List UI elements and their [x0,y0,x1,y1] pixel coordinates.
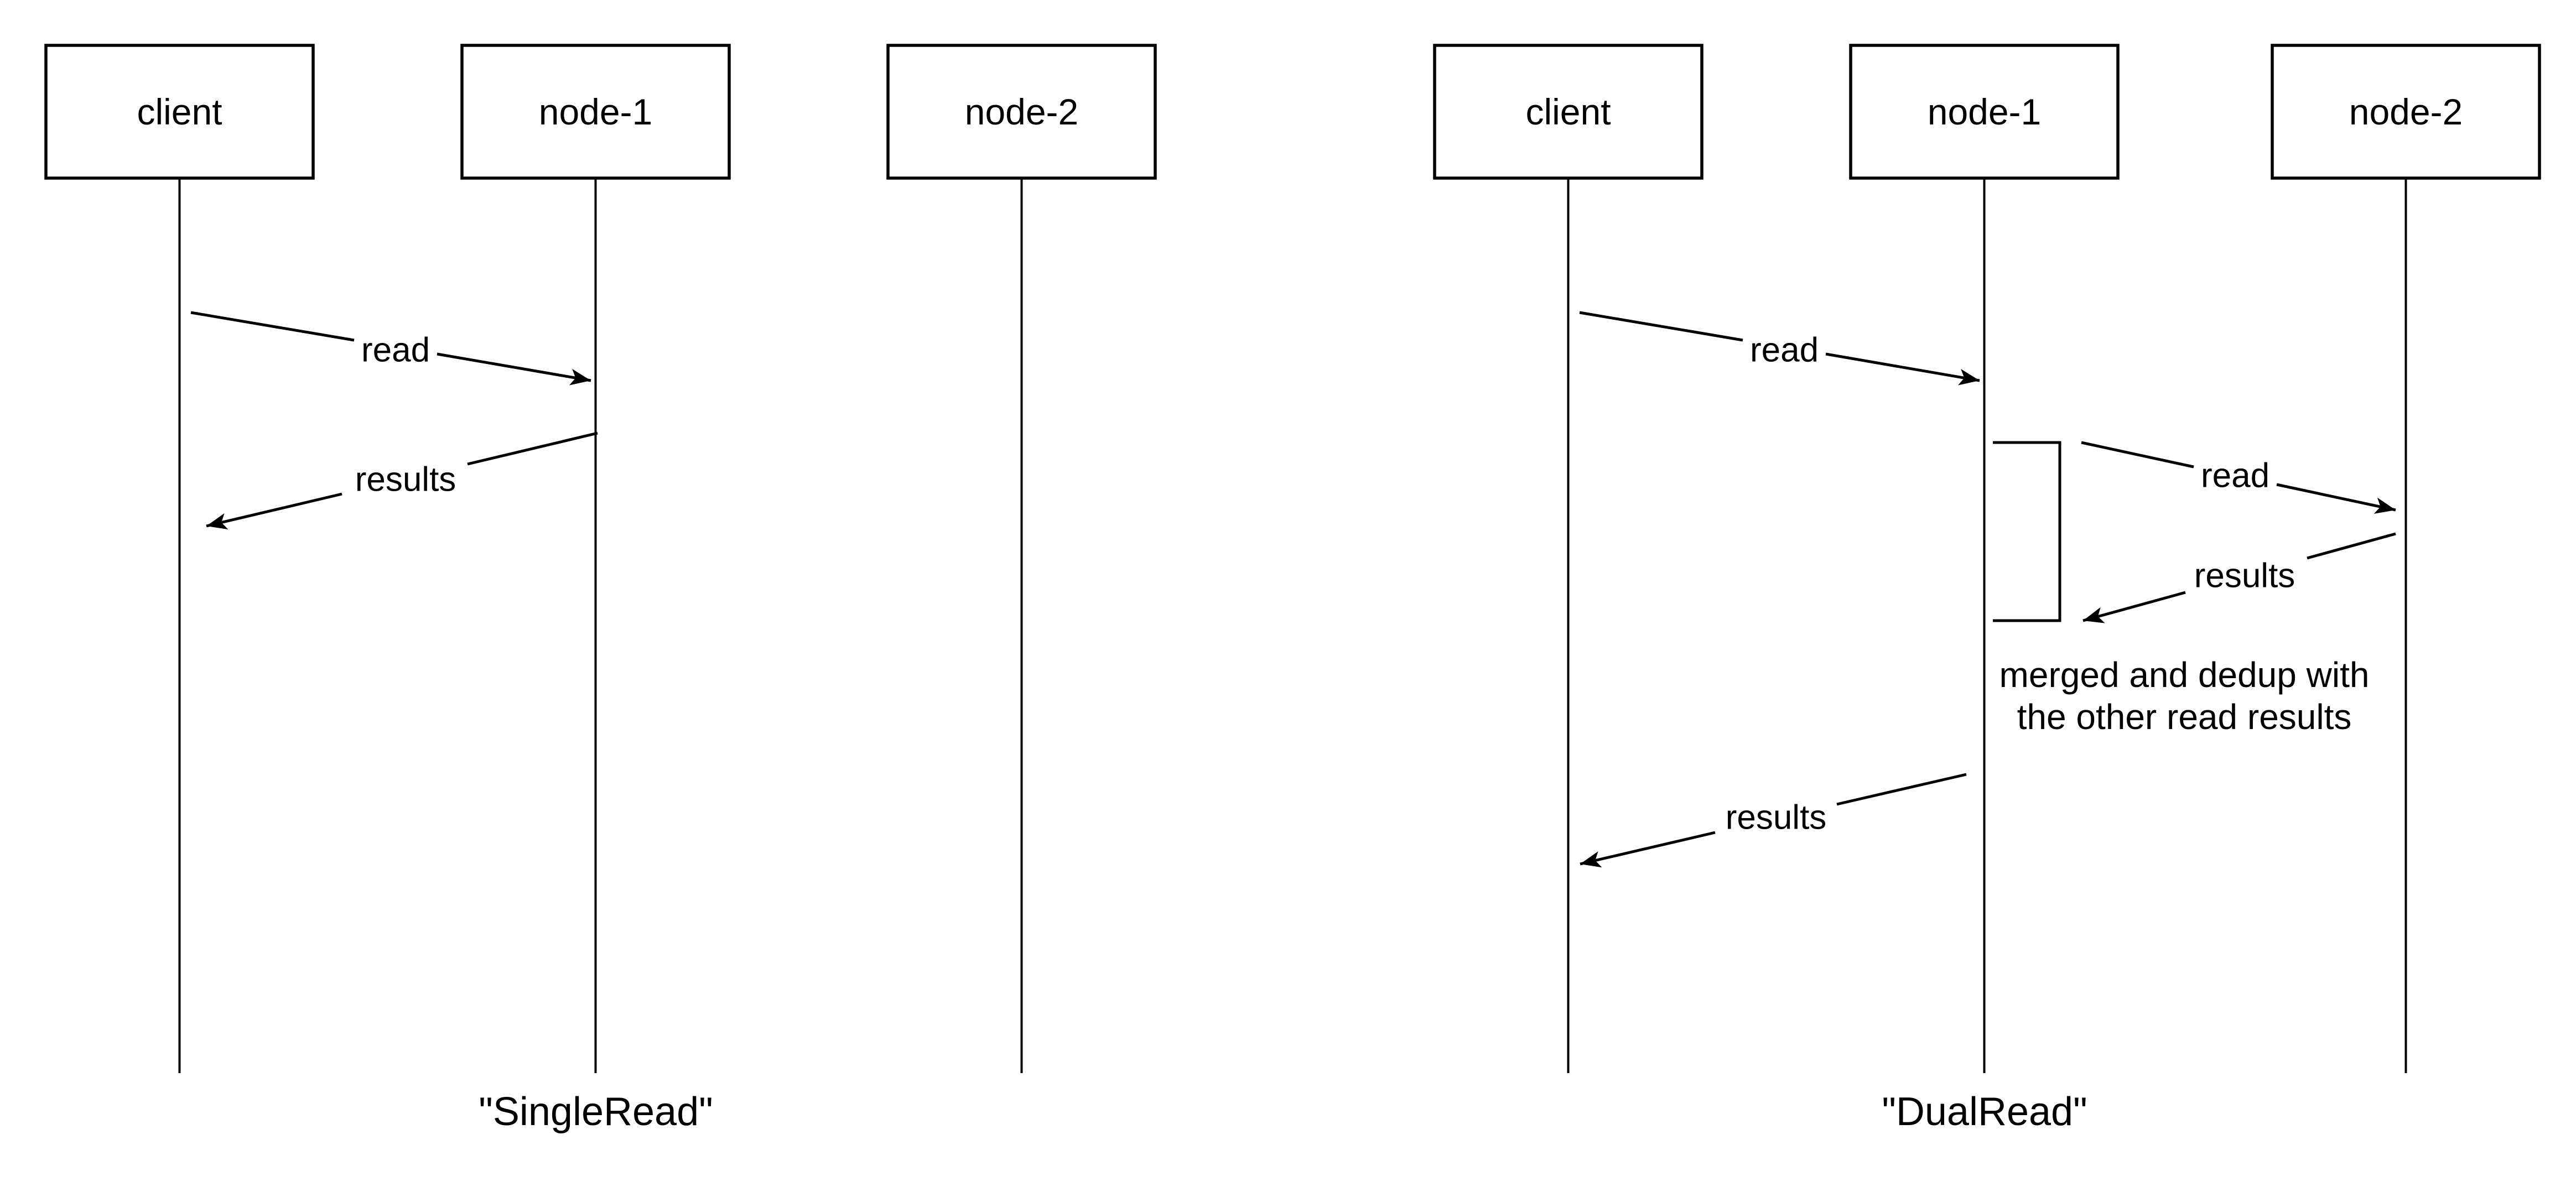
note-line-2: the other read results [2017,697,2352,737]
message-label-read: read [1750,331,1819,369]
message-arrow [437,352,591,386]
actor-node-2: node-2 [886,44,1157,180]
actor-label-node-2: node-2 [2349,91,2463,132]
actor-label-client: client [137,91,222,132]
message-results-node1-client: results [1580,773,1967,868]
actor-label-node-1: node-1 [1928,91,2042,132]
message-arrow [2276,483,2396,514]
actor-box-node-2 [886,44,1157,180]
diagram-caption-singleread: "SingleRead" [479,1090,713,1134]
actor-client: client [44,44,315,180]
actor-box-node-2 [2271,44,2541,180]
message-line [1579,311,1743,342]
message-arrow [1825,352,1980,386]
message-read: read [190,311,591,386]
actor-label-node-1: node-1 [539,91,653,132]
message-line [1836,773,1967,806]
note-line-1: merged and dedup with [1999,655,2370,695]
message-arrow [206,492,342,530]
actor-client: client [1433,44,1704,180]
note-merged-dedup: merged and dedup with the other read res… [1999,655,2370,737]
message-read-client-node1: read [1579,311,1980,386]
message-label-results: results [2194,557,2295,595]
message-line [2307,532,2396,560]
actor-node-2: node-2 [2271,44,2541,180]
single-read-diagram: client node-1 node-2 read results "Singl… [44,44,1157,1134]
dual-read-diagram: client node-1 node-2 read read results [1433,44,2541,1134]
message-line [190,311,355,342]
actor-node-1: node-1 [460,44,731,180]
message-arrow [1580,831,1716,868]
message-results-node2-node1: results [2082,532,2396,623]
actor-box-node-1 [1849,44,2120,180]
actor-node-1: node-1 [1849,44,2120,180]
message-read-node1-node2: read [2081,441,2396,514]
message-line [2081,441,2194,469]
actor-box-node-1 [460,44,731,180]
message-line [467,431,598,466]
actor-label-node-2: node-2 [965,91,1079,132]
message-label-results: results [355,461,456,499]
actor-label-client: client [1525,91,1611,132]
message-results: results [206,431,598,530]
message-arrow [2082,591,2186,623]
actor-box-client [44,44,315,180]
message-label-read: read [2201,457,2269,495]
message-label-results: results [1726,799,1827,837]
actor-box-client [1433,44,1704,180]
diagram-caption-dualread: "DualRead" [1882,1090,2087,1134]
message-label-read: read [361,331,430,369]
activation-bar-node-1 [1993,441,2061,622]
